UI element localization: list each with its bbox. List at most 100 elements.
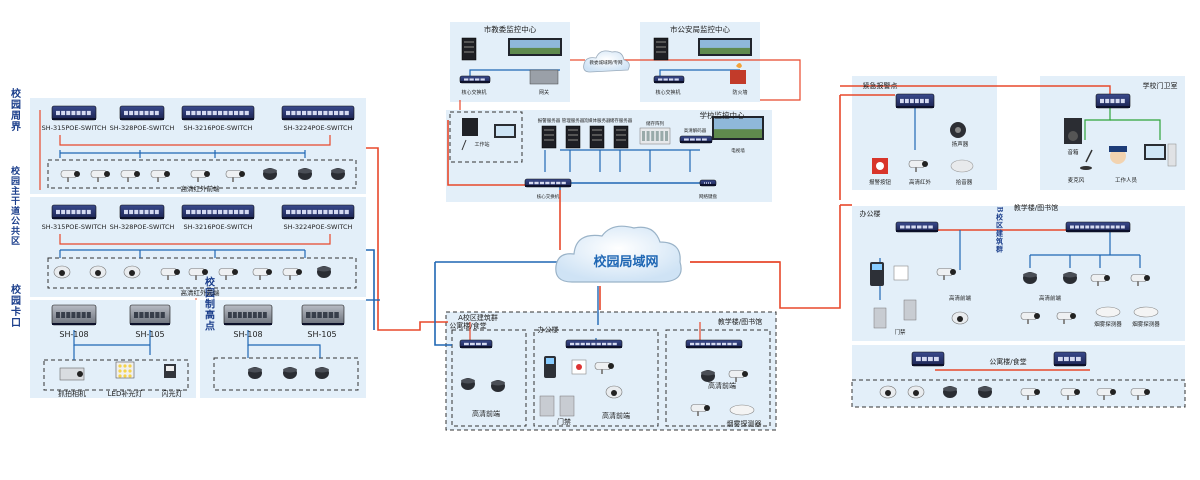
- capture-camera-label: 抓拍相机: [58, 389, 86, 398]
- b-office-bullet-camera-icon: [936, 268, 956, 280]
- storage-array-label: 储存阵列: [646, 120, 664, 127]
- school-tvwall-icon: [712, 116, 764, 140]
- wire: [620, 59, 801, 101]
- turnstile-icon: [539, 395, 575, 417]
- trunk-bullet-camera-icon: [218, 268, 238, 280]
- a-library-title: 教学楼/图书馆: [718, 317, 762, 326]
- perimeter-front-label: 高清红外前端: [181, 184, 221, 193]
- firewall-label: 防火墙: [732, 89, 747, 96]
- trunk-switch-label: SH-3216POE-SWITCH: [184, 223, 253, 231]
- b-canteen-bullet-camera-icon: [1020, 388, 1040, 400]
- b-library-title: 教学楼/图书馆: [1014, 203, 1058, 212]
- trunk-bullet-camera-icon: [188, 268, 208, 280]
- perimeter-title-text: 校园周界: [9, 87, 21, 132]
- b-canteen-bullet-camera-icon: [1096, 388, 1116, 400]
- edu-tvwall-icon: [508, 38, 562, 56]
- capture-camera-icon: [59, 367, 85, 381]
- edu-center-title: 市教委监控中心: [484, 24, 537, 34]
- school-server-icon: [589, 125, 605, 149]
- small-cloud-icon: [583, 50, 630, 73]
- checkpoint-switch-105-label: SH-105: [135, 330, 164, 339]
- school-server-label: 报警服务器: [538, 117, 561, 124]
- school-server-icon: [541, 125, 557, 149]
- exit-button-icon: [571, 359, 587, 375]
- led-light-icon: [115, 361, 135, 379]
- b-zone-title: B校区建筑群: [995, 207, 1005, 254]
- perimeter-bullet-camera-icon: [225, 170, 245, 182]
- b-door-reader-icon: [870, 262, 884, 286]
- edu-core-switch-label: 核心交换机: [461, 89, 486, 96]
- checkpoint-title: 校园卡口: [9, 283, 21, 328]
- highpoint-title: 校园制高点: [203, 275, 215, 331]
- b-office-title: 办公楼: [860, 209, 881, 218]
- perimeter-dome-camera-icon: [298, 168, 312, 180]
- dashed-groups: [43, 111, 1186, 431]
- wire-perimeter-bus: [59, 135, 331, 146]
- b-smoke-label: 烟雾探测器: [1094, 320, 1122, 328]
- microphone-icon: [1080, 149, 1093, 170]
- highpoint-switch-108-label: SH-108: [233, 330, 262, 339]
- b-library-switch-icon: [1065, 221, 1131, 233]
- trunk-bullet-camera-icon: [160, 268, 180, 280]
- perimeter-bullet-camera-icon: [120, 170, 140, 182]
- a-office-switch-icon: [565, 339, 623, 349]
- a-zone-dome-camera-icon: [461, 378, 475, 390]
- a-zone-dome-camera-icon-2: [491, 380, 505, 392]
- a-library-bullet-camera-icon-2: [690, 404, 710, 416]
- highpoint-dome-camera-icon: [315, 367, 329, 379]
- wire: [1110, 119, 1161, 140]
- wire: [840, 85, 1111, 94]
- flash-light-label: 闪光灯: [162, 389, 183, 398]
- decoder-icon: [679, 135, 713, 144]
- loudspeaker-box-icon: [1064, 118, 1082, 144]
- wire-perimeter: [366, 147, 448, 331]
- police-core-switch-icon: [653, 75, 685, 84]
- b-library-dome-camera-icon: [1023, 272, 1037, 284]
- a-library-bullet-camera-icon: [728, 370, 748, 382]
- school-center-title: 学校监控中心: [700, 110, 745, 120]
- campus-lan-cloud-icon: [555, 225, 682, 283]
- b-office-switch-icon: [895, 221, 939, 233]
- wire-highpoint: [247, 330, 321, 358]
- b-library-bullet-camera-icon-2: [1056, 312, 1076, 324]
- trunk-title: 校园主干道公共区: [9, 165, 20, 246]
- perimeter-switch-icon: [281, 105, 355, 121]
- checkpoint-title-text: 校园卡口: [9, 283, 21, 328]
- wire: [1084, 108, 1111, 140]
- a-office-door-label: 门禁: [557, 417, 571, 426]
- network-wires: [39, 59, 1161, 371]
- trunk-switch-icon: [119, 204, 165, 220]
- perimeter-switch-label: SH-315POE-SWITCH: [42, 124, 107, 132]
- b-canteen-dome-camera-icon: [907, 385, 925, 399]
- speaker-icon: [950, 122, 966, 138]
- trunk-switch-label: SH-315POE-SWITCH: [42, 223, 107, 231]
- a-office-title: 办公楼: [538, 325, 559, 334]
- device-icons: [51, 37, 1177, 417]
- edu-center-panel: [450, 22, 570, 102]
- a-library-dome-camera-icon: [701, 370, 715, 382]
- network-keyboard-label: 网络键盘: [699, 193, 717, 200]
- edu-server-icon: [461, 37, 477, 61]
- police-core-switch-label: 核心交换机: [655, 89, 680, 96]
- trunk-bullet-camera-icon: [252, 268, 272, 280]
- b-smoke-detector-icon: [1133, 306, 1159, 318]
- perimeter-switch-icon: [51, 105, 97, 121]
- perimeter-title: 校园周界: [9, 87, 21, 132]
- b-library-front-label: 高清前端: [1039, 294, 1062, 302]
- a-office-white-dome-camera-icon: [605, 385, 623, 399]
- b-library-bullet-camera-icon-2: [1020, 312, 1040, 324]
- wire-trunk: [366, 249, 375, 330]
- b-exit-button-icon: [893, 265, 909, 281]
- perimeter-switch-label: SH-3216POE-SWITCH: [184, 124, 253, 132]
- perimeter-switch-icon: [119, 105, 165, 121]
- school-server-label: 储存服务器: [610, 117, 633, 124]
- school-server-label: 管理服务器: [562, 117, 585, 124]
- b-canteen-title: 公寓楼/食堂: [989, 357, 1026, 366]
- a-zone-switch-icon: [459, 339, 493, 349]
- workstation-label: 工作站: [474, 141, 489, 148]
- a-library-smoke-label: 烟雾探测器: [727, 419, 762, 428]
- highpoint-dome-camera-icon: [283, 367, 297, 379]
- trunk-bullet-camera-icon: [282, 268, 302, 280]
- trunk-dome-camera-icon: [123, 265, 141, 279]
